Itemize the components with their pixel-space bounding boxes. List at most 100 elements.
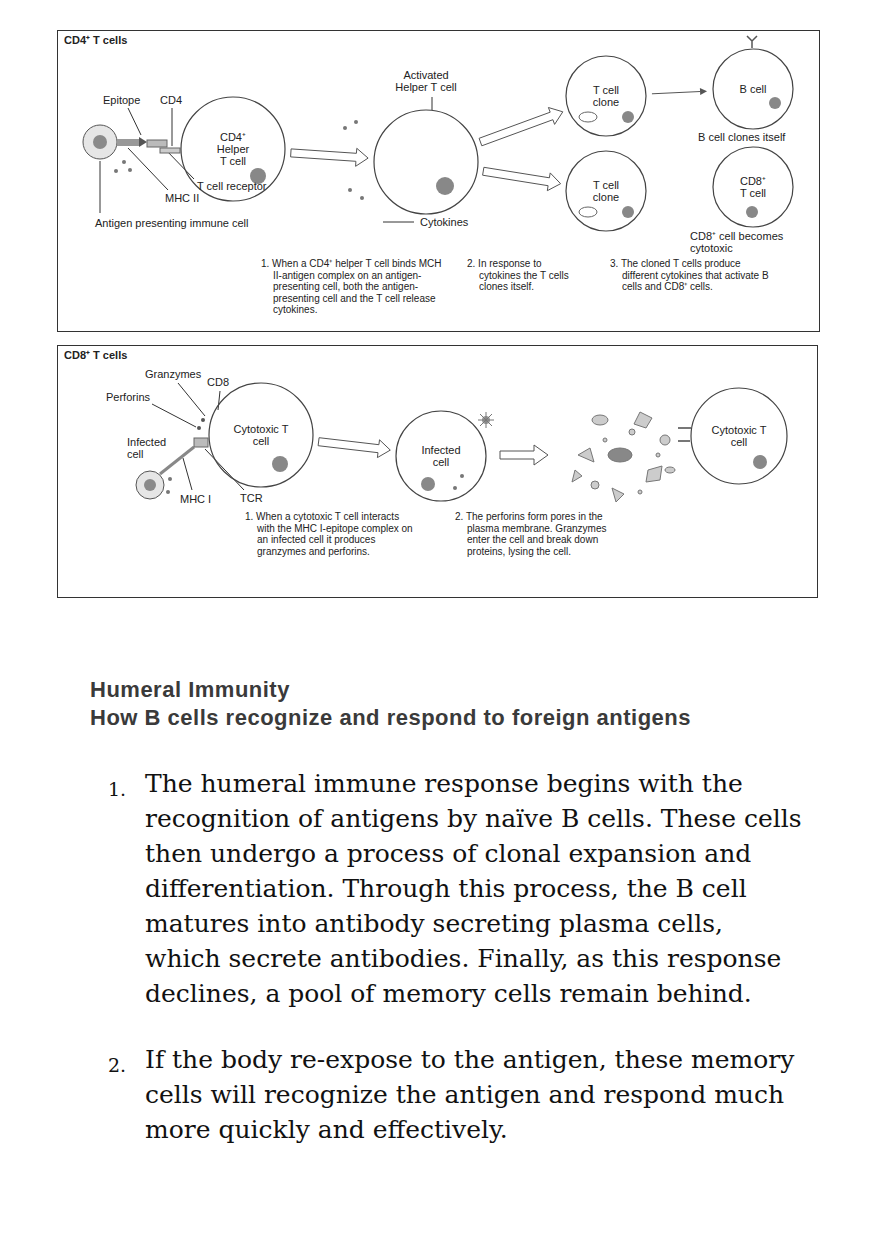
body-text: If the body re-expose to the antigen, th…	[145, 1042, 805, 1147]
text-group: CD4⁺ Helper T cell	[213, 131, 253, 167]
text-group: Infected cell	[417, 444, 465, 468]
cell-nucleus	[272, 456, 288, 472]
t-cell-receptor	[147, 140, 167, 147]
antibody	[747, 36, 757, 48]
debris	[612, 488, 624, 502]
leader-line	[152, 404, 196, 427]
debris	[665, 467, 675, 473]
cell-nucleus	[93, 135, 107, 149]
text-group: CD8⁺ T cells	[64, 349, 127, 361]
text-group: CD8⁺ T cell	[736, 175, 770, 199]
cell-nucleus	[753, 455, 767, 469]
cell-circle: Cytotoxic T cell	[209, 383, 313, 487]
debris	[638, 490, 642, 494]
dot	[460, 474, 464, 478]
debris	[592, 415, 608, 425]
arrowhead	[700, 88, 707, 95]
cell-label: B cell	[731, 83, 775, 95]
debris	[603, 438, 607, 442]
granzyme	[201, 418, 205, 422]
cell-circle: T cell clone	[566, 151, 646, 231]
list-number: 1.	[108, 777, 138, 801]
debris	[656, 453, 660, 457]
cell-membrane	[713, 49, 793, 129]
cell-label: Cytotoxic T cell	[233, 423, 289, 447]
part-label: MHC II	[165, 192, 210, 204]
vacuole	[579, 207, 597, 217]
part-label: Antigen presenting immune cell	[95, 217, 285, 229]
t-cell-receptor	[678, 440, 690, 442]
cell-membrane	[691, 388, 787, 484]
cell-circle: Infected cell	[396, 411, 486, 501]
cell-nucleus	[622, 206, 634, 218]
cell-circle: B cell	[713, 49, 793, 129]
dot	[168, 477, 172, 481]
cell-label: T cell clone	[586, 84, 626, 108]
cell-membrane	[566, 151, 646, 231]
debris	[608, 448, 632, 462]
leader-line	[178, 383, 205, 416]
part-label: Perforins	[106, 391, 156, 403]
leader-line	[172, 108, 173, 146]
text-group: T cell clone	[586, 84, 626, 108]
block-arrow	[318, 438, 390, 458]
part-label: Infected cell	[127, 436, 175, 460]
leader-line	[218, 391, 220, 410]
infected-cell	[136, 471, 164, 499]
part-label: TCR	[240, 492, 270, 504]
leader-line	[432, 97, 433, 110]
t-cell-receptor	[194, 438, 208, 447]
leader-line	[100, 161, 101, 213]
cytokine-dot	[354, 120, 358, 124]
cytokine-dot	[122, 160, 126, 164]
part-label: CD8	[207, 376, 233, 388]
part-label: MHC I	[180, 493, 218, 505]
cell-label: Activated Helper T cell	[386, 69, 466, 93]
panel-title: CD4⁺ T cells	[64, 34, 127, 46]
arrow-connector	[479, 108, 563, 146]
text-group: T cell clone	[586, 179, 626, 203]
arrow-connector	[318, 438, 390, 458]
epitope	[139, 137, 147, 147]
block-arrow	[291, 148, 369, 166]
cell-nucleus	[436, 177, 454, 195]
cd4-coreceptor	[160, 148, 180, 153]
debris	[629, 429, 635, 435]
cytokine-dot	[360, 196, 364, 200]
cell-circle: Activated Helper T cell	[366, 67, 486, 215]
cell-circle: T cell clone	[566, 56, 646, 136]
debris	[591, 481, 599, 489]
step-caption: 1. When a CD4⁺ helper T cell binds MCH I…	[261, 258, 446, 316]
cell-nucleus	[622, 111, 634, 123]
cell-membrane	[566, 56, 646, 136]
cell-membrane	[374, 110, 478, 214]
cytokine-dot	[348, 188, 352, 192]
debris	[634, 412, 652, 428]
cell-membrane	[396, 411, 486, 501]
step-caption: 3. The cloned T cells produce different …	[610, 258, 770, 293]
leader-line	[205, 449, 244, 490]
cytokine-dot	[128, 168, 132, 172]
panel-title: CD8⁺ T cells	[64, 349, 127, 361]
antigen-presenting-cell	[83, 125, 117, 159]
lysed-cell-debris	[572, 412, 675, 502]
step-caption: 2. The perforins form pores in the plasm…	[455, 511, 625, 557]
list-number: 2.	[108, 1053, 138, 1077]
debris	[578, 448, 594, 462]
part-label: Cytokines	[420, 216, 480, 228]
cytokine-dot	[343, 126, 347, 130]
block-arrow	[483, 167, 561, 190]
t-cell-receptor	[678, 427, 691, 429]
step-caption: 2. In response to cytokines the T cells …	[467, 258, 579, 293]
arrow	[500, 445, 548, 465]
step-caption: 1. When a cytotoxic T cell interacts wit…	[245, 511, 415, 557]
cell-label: T cell clone	[586, 179, 626, 203]
cell-label: Cytotoxic T cell	[711, 424, 767, 448]
arrow-line	[652, 92, 700, 94]
cell-label: Infected cell	[417, 444, 465, 468]
subheading: How B cells recognize and respond to for…	[90, 704, 730, 731]
cell-circle: Cytotoxic T cell	[691, 388, 787, 484]
text-group: Cytotoxic T cell	[711, 424, 767, 448]
panel: CD8⁺ T cellsCytotoxic T cellInfected cel…	[57, 345, 818, 598]
